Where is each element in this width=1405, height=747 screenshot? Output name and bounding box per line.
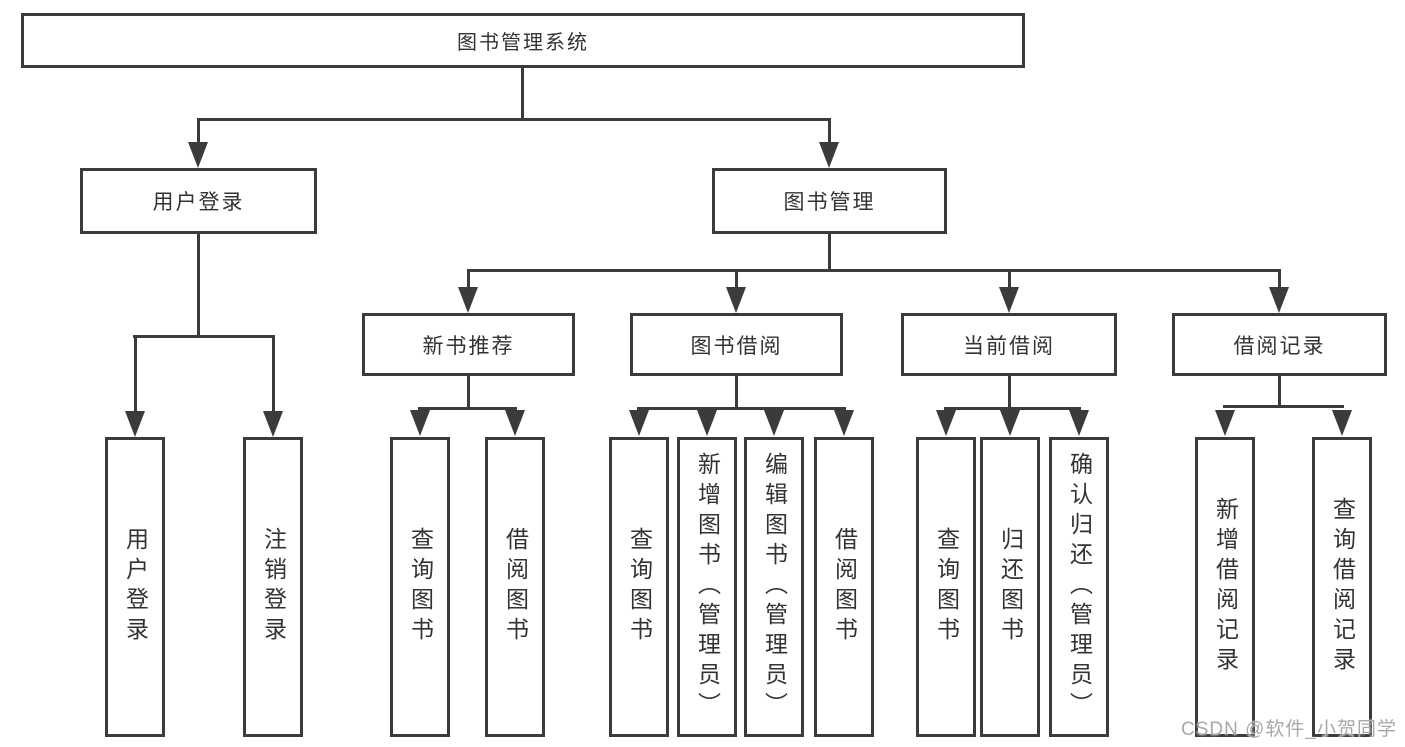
node-system-root: 图书管理系统 xyxy=(21,13,1025,68)
leaf-query-borrow-record: 查询借阅记录 xyxy=(1312,437,1372,737)
arrowhead-down-icon xyxy=(936,410,956,436)
arrowhead-down-icon xyxy=(1269,287,1289,313)
connector-line xyxy=(467,269,1281,272)
connector-line xyxy=(197,234,200,338)
leaf-confirm-return-admin: 确认归还（管理员） xyxy=(1049,437,1109,737)
connector-line xyxy=(197,118,831,121)
connector-line xyxy=(1278,269,1281,291)
connector-line xyxy=(467,269,470,291)
connector-line xyxy=(467,376,470,410)
leaf-label: 借阅图书 xyxy=(502,527,529,647)
leaf-label: 查询图书 xyxy=(407,527,434,647)
leaf-add-borrow-record: 新增借阅记录 xyxy=(1195,437,1255,737)
leaf-add-book-admin: 新增图书（管理员） xyxy=(677,437,737,737)
leaf-label: 用户登录 xyxy=(122,527,149,647)
arrowhead-down-icon xyxy=(1000,410,1020,436)
leaf-query-books-current: 查询图书 xyxy=(916,437,976,737)
arrowhead-down-icon xyxy=(505,410,525,436)
node-new-book-recommend: 新书推荐 xyxy=(362,313,575,376)
connector-line xyxy=(637,407,846,410)
arrowhead-down-icon xyxy=(726,287,746,313)
connector-line xyxy=(828,234,831,272)
arrowhead-down-icon xyxy=(188,142,208,168)
leaf-label: 查询图书 xyxy=(626,527,653,647)
node-user-login: 用户登录 xyxy=(80,168,317,234)
node-borrow-records: 借阅记录 xyxy=(1172,313,1387,376)
connector-line xyxy=(134,335,137,413)
node-book-borrow: 图书借阅 xyxy=(630,313,843,376)
leaf-return-book: 归还图书 xyxy=(980,437,1040,737)
leaf-user-login: 用户登录 xyxy=(105,437,165,737)
connector-line xyxy=(1223,405,1344,408)
connector-line xyxy=(1008,269,1011,291)
leaf-label: 新增图书（管理员） xyxy=(694,452,721,722)
connector-line xyxy=(828,118,831,148)
arrowhead-down-icon xyxy=(834,410,854,436)
leaf-label: 查询图书 xyxy=(933,527,960,647)
arrowhead-down-icon xyxy=(410,410,430,436)
arrowhead-down-icon xyxy=(697,410,717,436)
connector-line xyxy=(1278,376,1281,408)
connector-line xyxy=(735,376,738,410)
arrowhead-down-icon xyxy=(458,287,478,313)
connector-line xyxy=(1008,376,1011,410)
arrowhead-down-icon xyxy=(1215,410,1235,436)
csdn-watermark: CSDN @软件_小贺同学 xyxy=(1181,719,1397,740)
arrowhead-down-icon xyxy=(263,411,283,437)
node-book-management: 图书管理 xyxy=(712,168,947,234)
connector-line xyxy=(197,118,200,148)
connector-line xyxy=(133,335,275,338)
leaf-label: 归还图书 xyxy=(997,527,1024,647)
leaf-query-books-borrow: 查询图书 xyxy=(609,437,669,737)
leaf-borrow-books-recommend: 借阅图书 xyxy=(485,437,545,737)
arrowhead-down-icon xyxy=(629,410,649,436)
leaf-label: 新增借阅记录 xyxy=(1212,497,1239,677)
leaf-label: 注销登录 xyxy=(260,527,287,647)
leaf-label: 借阅图书 xyxy=(831,527,858,647)
leaf-edit-book-admin: 编辑图书（管理员） xyxy=(744,437,804,737)
arrowhead-down-icon xyxy=(1069,410,1089,436)
arrowhead-down-icon xyxy=(999,287,1019,313)
connector-line xyxy=(418,407,517,410)
arrowhead-down-icon xyxy=(1332,410,1352,436)
connector-line xyxy=(944,407,1081,410)
leaf-query-books-recommend: 查询图书 xyxy=(390,437,450,737)
arrowhead-down-icon xyxy=(819,142,839,168)
leaf-label: 编辑图书（管理员） xyxy=(761,452,788,722)
leaf-label: 查询借阅记录 xyxy=(1329,497,1356,677)
leaf-logout: 注销登录 xyxy=(243,437,303,737)
arrowhead-down-icon xyxy=(764,410,784,436)
node-current-borrow: 当前借阅 xyxy=(901,313,1117,376)
leaf-borrow-books: 借阅图书 xyxy=(814,437,874,737)
connector-line xyxy=(735,269,738,291)
connector-line xyxy=(521,68,524,121)
arrowhead-down-icon xyxy=(125,411,145,437)
leaf-label: 确认归还（管理员） xyxy=(1066,452,1093,722)
connector-line xyxy=(272,335,275,413)
